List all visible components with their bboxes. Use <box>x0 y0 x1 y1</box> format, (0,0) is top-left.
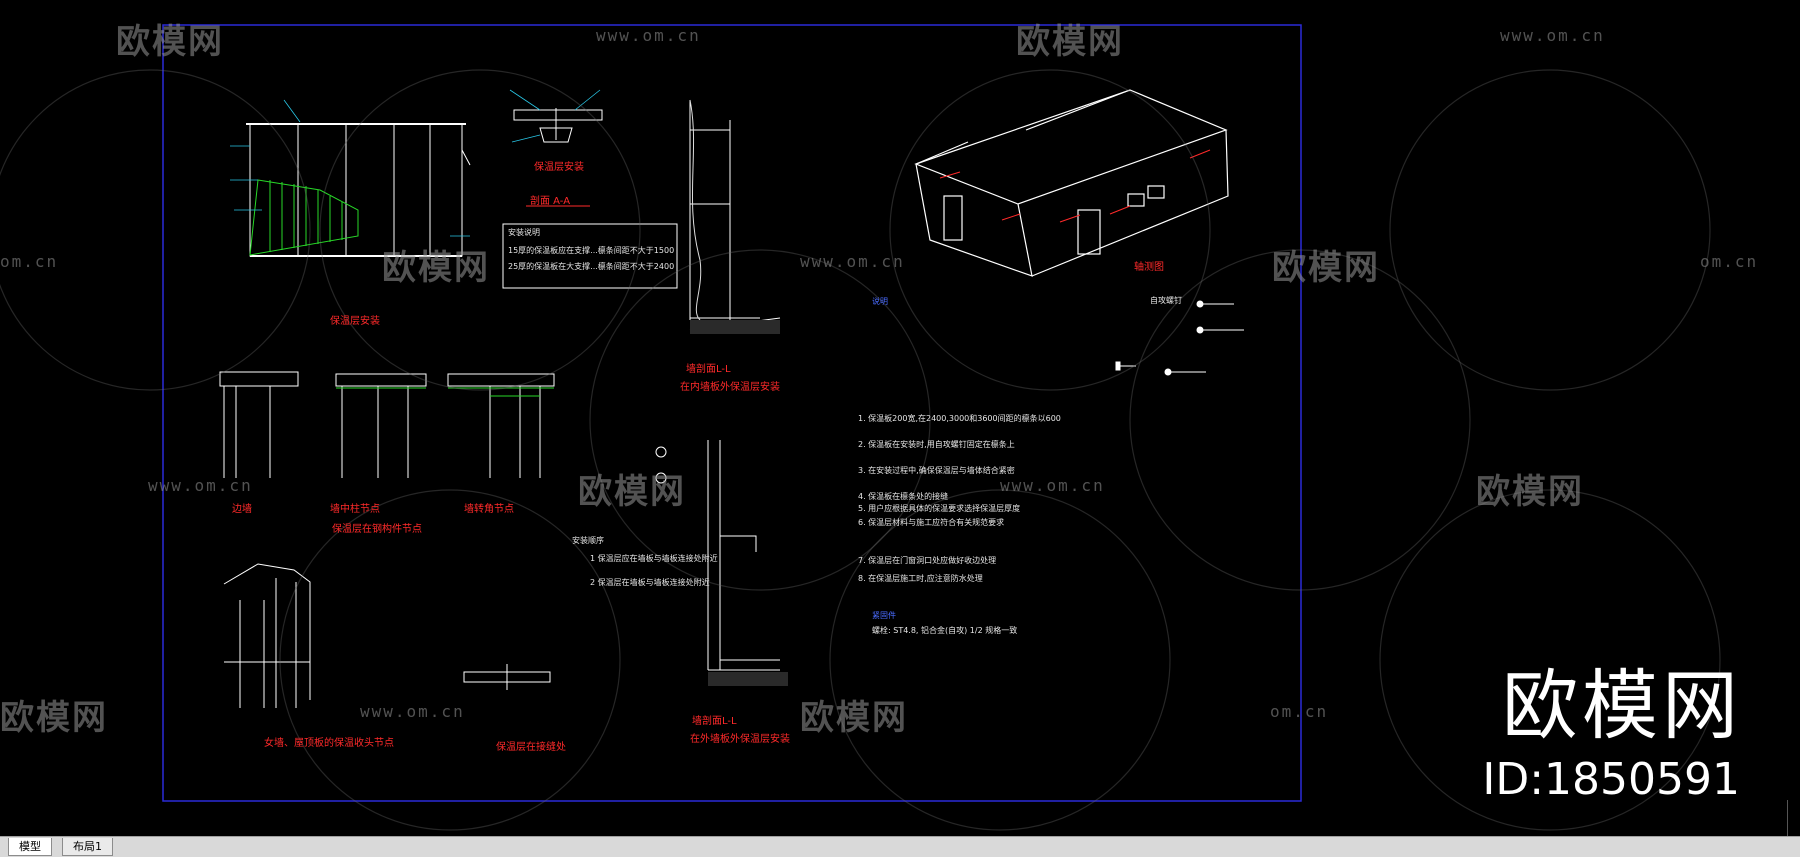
general-note-7: 7. 保温层在门窗洞口处应做好收边处理 <box>858 556 997 565</box>
title-section-ll-top-sub: 在内墙板外保温层安装 <box>680 382 780 393</box>
section-ll-top-diagram <box>689 99 781 331</box>
wall-panel-diagram <box>246 123 471 257</box>
general-note-8: 8. 在保温层施工时,应注意防水处理 <box>858 574 983 583</box>
building-red-marks <box>939 149 1211 223</box>
title-section-ll-bottom: 墙剖面L-L <box>692 716 737 727</box>
node-details <box>219 371 555 478</box>
insulation-green-layer <box>249 179 359 256</box>
fastener-title: 紧固件 <box>872 611 896 620</box>
fastener-line: 螺栓: ST4.8, 铝合金(自攻) 1/2 规格一致 <box>872 626 1018 635</box>
brand-id: ID:1850591 <box>1482 754 1740 805</box>
title-section-ll-bottom-sub: 在外墙板外保温层安装 <box>690 734 790 745</box>
general-notes-title: 说明 <box>872 297 888 306</box>
ground-hatch-2 <box>708 672 788 686</box>
watermark-url: www.om.cn <box>360 702 465 721</box>
install-steps-1: 1 保温层应在墙板与墙板连接处附近 <box>590 554 718 563</box>
watermark-url: www.om.cn <box>596 26 701 45</box>
watermark-brand: 欧模网 <box>0 698 108 738</box>
install-notes-box <box>502 223 678 289</box>
install-box-line1: 15厚的保温板应在支撑...檩条间距不大于1500 <box>508 246 675 255</box>
watermark-url: www.om.cn <box>1500 26 1605 45</box>
vertical-scrollbar[interactable] <box>1787 800 1796 836</box>
roof-seam-diagram <box>463 664 551 690</box>
watermark-brand: 欧模网 <box>800 698 908 738</box>
title-wall-panel-install-aa: 保温层安装 <box>534 162 584 173</box>
general-note-4: 4. 保温板在檩条处的接缝 <box>858 492 949 501</box>
marker-1 <box>655 446 667 458</box>
watermark-url: om.cn <box>1700 252 1759 271</box>
install-box-title: 安装说明 <box>508 228 540 237</box>
watermark-brand: 欧模网 <box>1016 22 1124 62</box>
watermark-brand: 欧模网 <box>578 472 686 512</box>
watermark-url: om.cn <box>0 252 59 271</box>
watermark-brand: 欧模网 <box>382 248 490 288</box>
general-note-2: 2. 保温板在安装时,用自攻螺钉固定在檩条上 <box>858 440 1015 449</box>
watermark-url: om.cn <box>1270 702 1329 721</box>
general-note-6: 6. 保温层材料与施工应符合有关规范要求 <box>858 518 1005 527</box>
title-building-view: 轴测图 <box>1134 262 1164 273</box>
general-note-3: 3. 在安装过程中,确保保温层与墙体结合紧密 <box>858 466 1015 475</box>
screw-icons <box>1115 300 1244 376</box>
watermark-url: www.om.cn <box>148 476 253 495</box>
section-aa-diagram <box>513 108 603 143</box>
title-roof-seam: 保温层在接缝处 <box>496 742 566 753</box>
install-steps-2: 2 保温层在墙板与墙板连接处附近 <box>590 578 710 587</box>
title-node-b: 墙中柱节点 <box>330 504 380 515</box>
brand-name: 欧模网 <box>1502 661 1742 750</box>
watermark-url: www.om.cn <box>1000 476 1105 495</box>
tab-layout1[interactable]: 布局1 <box>62 838 113 856</box>
marker-2 <box>655 472 667 484</box>
cad-model-canvas[interactable]: 欧模网 www.om.cn 欧模网 www.om.cn om.cn 欧模网 ww… <box>0 0 1800 836</box>
general-note-1: 1. 保温板200宽,在2400,3000和3600间距的檩条以600 <box>858 414 1061 423</box>
install-steps-title: 安装顺序 <box>572 536 604 545</box>
watermark-brand: 欧模网 <box>1476 472 1584 512</box>
watermark-arcs <box>0 69 1721 831</box>
title-roof-node: 女墙、屋顶板的保温收头节点 <box>264 738 394 749</box>
title-section-ll-top: 墙剖面L-L <box>686 364 731 375</box>
title-three-nodes: 保温层在钢构件节点 <box>332 524 422 535</box>
building-isometric <box>914 89 1229 277</box>
install-box-line2: 25厚的保温板在大支撑...檩条间距不大于2400 <box>508 262 675 271</box>
ground-hatch-1 <box>690 320 780 334</box>
layout-tab-bar: 模型 布局1 <box>0 836 1800 857</box>
watermark-brand: 欧模网 <box>116 22 224 62</box>
roof-node-diagram <box>223 563 311 708</box>
watermark-url: www.om.cn <box>800 252 905 271</box>
drawing-svg <box>0 24 1721 831</box>
screw-label: 自攻螺钉 <box>1150 296 1182 305</box>
title-node-c: 墙转角节点 <box>464 504 514 515</box>
section-ll-bottom-diagram <box>707 440 780 671</box>
title-wall-panel-install: 保温层安装 <box>330 316 380 327</box>
title-section-aa: 剖面 A-A <box>530 196 571 207</box>
watermark-brand: 欧模网 <box>1272 248 1380 288</box>
drawing-frame <box>162 24 1302 802</box>
title-node-a: 边墙 <box>232 504 252 515</box>
tab-model[interactable]: 模型 <box>8 838 52 856</box>
leader-lines-1 <box>230 99 470 237</box>
general-note-5: 5. 用户应根据具体的保温要求选择保温层厚度 <box>858 504 1021 513</box>
